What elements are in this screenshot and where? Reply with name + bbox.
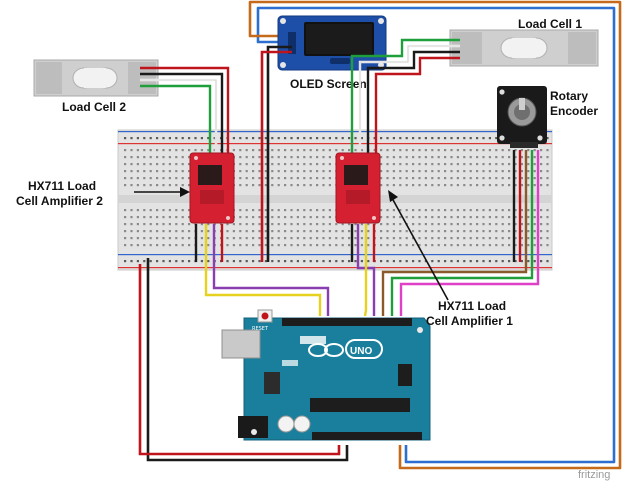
hx711-2-label-line2: Cell Amplifier 2 xyxy=(16,194,103,208)
load-cell-1 xyxy=(449,29,599,67)
rotary-encoder-label-line1: Rotary xyxy=(550,89,588,103)
load-cell-1-label: Load Cell 1 xyxy=(518,17,582,31)
load-cell-2-label: Load Cell 2 xyxy=(62,100,126,114)
arduino-reset-label: RESET xyxy=(252,326,269,332)
arduino-uno-logo: UNO xyxy=(350,346,372,357)
hx711-1-label-line1: HX711 Load xyxy=(438,299,506,313)
outer-wires xyxy=(248,0,622,470)
breadboard xyxy=(117,129,553,271)
hx711-2-label-line1: HX711 Load xyxy=(28,179,96,193)
arduino-uno xyxy=(221,309,431,441)
oled-screen-label: OLED Screen xyxy=(290,77,367,91)
oled-screen xyxy=(277,15,387,71)
power-wires xyxy=(138,258,349,462)
fritzing-watermark: fritzing xyxy=(578,469,610,481)
breadboard-holes xyxy=(124,137,549,263)
rotary-encoder xyxy=(497,86,547,148)
rotary-encoder-label-line2: Encoder xyxy=(550,104,598,118)
oled-wires xyxy=(260,45,292,262)
hx711-1-input-wires xyxy=(350,38,460,160)
hx711-1-label-line2: Cell Amplifier 1 xyxy=(426,314,513,328)
encoder-wires xyxy=(381,150,540,316)
callout-arrows xyxy=(134,191,449,301)
hx711-amplifier-2 xyxy=(189,152,235,224)
callout-arrowhead-1 xyxy=(388,190,398,202)
hx711-2-input-wires xyxy=(140,66,230,160)
load-cell-2 xyxy=(33,59,159,97)
hx711-amplifier-1 xyxy=(335,152,381,224)
callout-arrowhead-2 xyxy=(180,187,190,197)
hx711-output-wires xyxy=(194,224,376,317)
